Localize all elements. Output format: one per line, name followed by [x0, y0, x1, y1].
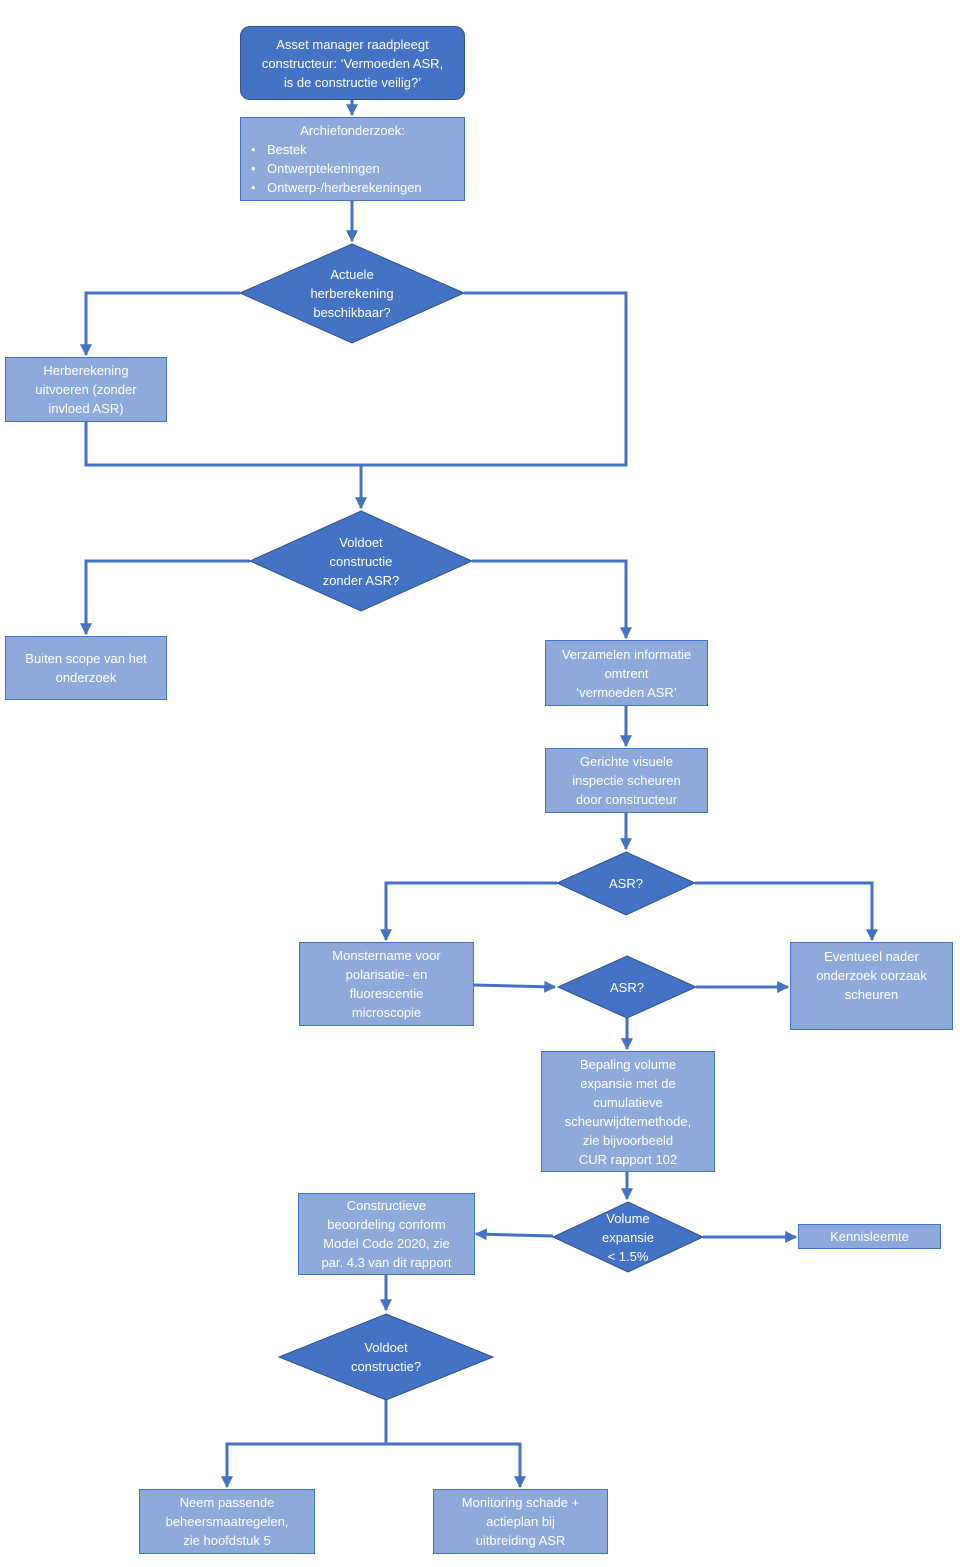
decision-voldoet-zonder-label: Voldoet constructie zonder ASR? [322, 534, 400, 588]
decision-voldoet-zonder-shape [248, 510, 474, 612]
list-item: Bestek [251, 140, 458, 159]
arrow-voldoet-to-neem [221, 1442, 386, 1489]
decision-herberekening-shape [238, 243, 466, 344]
inspectie-box: Gerichte visuele inspectie scheuren door… [545, 748, 708, 813]
decision-volume-shape [551, 1201, 705, 1273]
monstername-box: Monstername voor polarisatie- en fluores… [299, 942, 474, 1026]
decision-asr1-shape [555, 851, 697, 916]
list-item: Ontwerptekeningen [251, 159, 458, 178]
decision-asr2-label: ASR? [610, 979, 644, 995]
monitoring-box: Monitoring schade + actieplan bij uitbre… [433, 1489, 608, 1554]
decision-asr2-shape [556, 955, 698, 1019]
decision-voldoet-shape [277, 1313, 495, 1401]
eventueel-box: Eventueel nader onderzoek oorzaak scheur… [790, 942, 953, 1030]
constructieve-box: Constructieve beoordeling conform Model … [298, 1193, 475, 1275]
verzamelen-box: Verzamelen informatie omtrent ‘vermoeden… [545, 640, 708, 706]
archiefonderzoek-list: Bestek Ontwerptekeningen Ontwerp-/herber… [247, 140, 458, 197]
list-item: Ontwerp-/herberekeningen [251, 178, 458, 197]
arrow-asr1-to-eventueel [695, 881, 878, 942]
arrow-voldoet-to-buiten-scope [80, 559, 250, 636]
herberekening-box: Herberekening uitvoeren (zonder invloed … [5, 357, 167, 422]
arrow-voldoet-to-monitoring [386, 1442, 526, 1489]
arrow-asr1-to-monstername [380, 881, 557, 942]
archiefonderzoek-title: Archiefonderzoek: [300, 123, 405, 138]
arrow-volume-to-constructieve [474, 1228, 554, 1241]
neem-box: Neem passende beheersmaatregelen, zie ho… [139, 1489, 315, 1554]
start-node: Asset manager raadpleegt constructeur: ‘… [240, 26, 465, 100]
decision-herberekening-label: Actuele herberekening beschikbaar? [310, 266, 394, 320]
buiten-scope-box: Buiten scope van het onderzoek [5, 636, 167, 700]
arrow-monstername-to-asr2 [473, 980, 557, 993]
bepaling-box: Bepaling volume expansie met de cumulati… [541, 1051, 715, 1172]
archiefonderzoek-box: Archiefonderzoek: Bestek Ontwerptekening… [240, 117, 465, 201]
decision-voldoet-label: Voldoet constructie? [350, 1340, 422, 1374]
arrow-decision-to-herberekening [80, 291, 240, 357]
decision-volume-label: Volume expansie < 1.5% [601, 1210, 655, 1264]
decision-asr1-label: ASR? [609, 875, 643, 891]
arrow-voldoet-to-verzamelen [472, 559, 632, 640]
kennisleemte-box: Kennisleemte [798, 1224, 941, 1249]
line-decision-right [84, 291, 628, 467]
